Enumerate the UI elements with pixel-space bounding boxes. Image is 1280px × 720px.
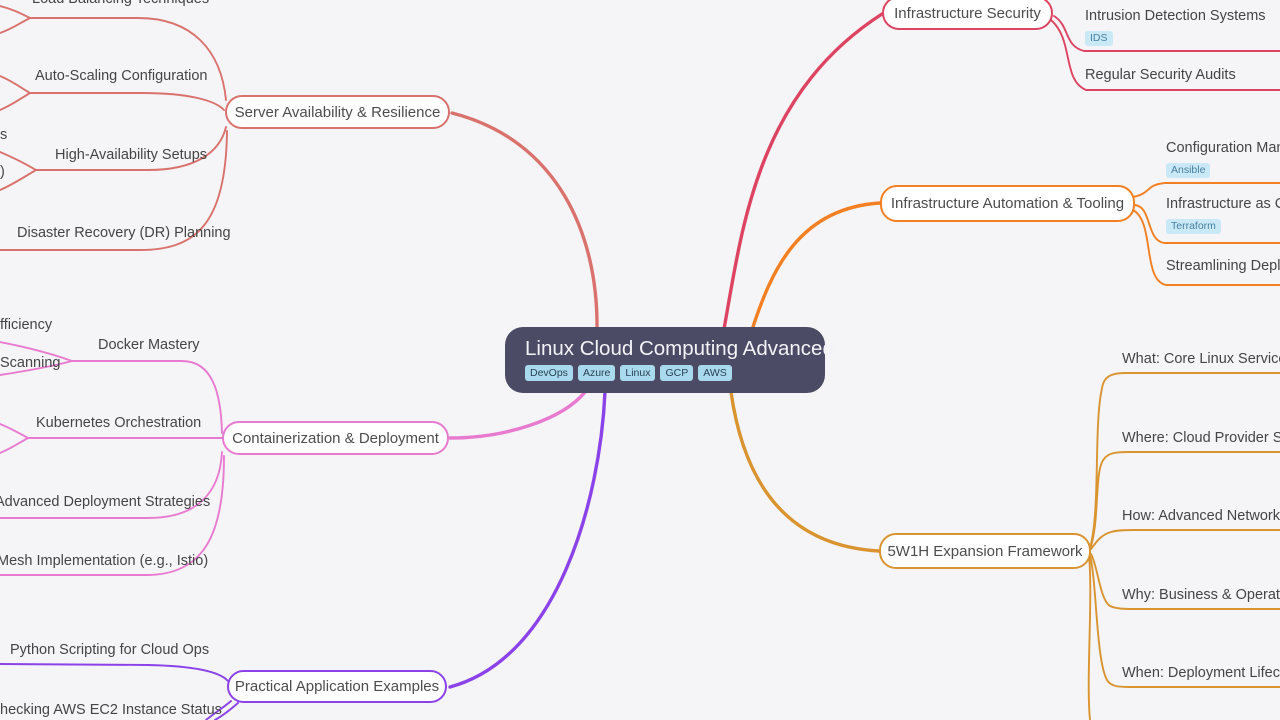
leaf-auto-scaling[interactable]: Auto-Scaling Configuration (35, 68, 208, 84)
leaf-fragment-clipped[interactable]: Scanning (0, 355, 61, 371)
leaf-infrastructure-as-code[interactable]: Infrastructure as Co Terraform (1166, 196, 1280, 234)
security-branch-links (722, 12, 1280, 331)
root-tags: DevOps Azure Linux GCP AWS (525, 365, 825, 381)
leaf-python-scripting[interactable]: Python Scripting for Cloud Ops (10, 642, 210, 658)
leaf-what[interactable]: What: Core Linux Services i (1122, 351, 1280, 367)
leaf-fragment-clipped[interactable]: s (0, 127, 8, 143)
automation-branch-links (750, 182, 1280, 332)
leaf-configuration-management[interactable]: Configuration Mana Ansible (1166, 140, 1280, 178)
branch-node-infrastructure-security[interactable]: Infrastructure Security (882, 0, 1053, 30)
leaf-deployment-strategies[interactable]: Advanced Deployment Strategies (0, 494, 211, 510)
leaf-security-audits[interactable]: Regular Security Audits (1085, 67, 1236, 83)
branch-node-server-availability[interactable]: Server Availability & Resilience (225, 95, 450, 129)
root-tag: DevOps (525, 365, 573, 381)
ansible-badge: Ansible (1166, 163, 1211, 178)
leaf-load-balancing[interactable]: Load Balancing Techniques (32, 0, 209, 8)
leaf-where[interactable]: Where: Cloud Provider Spe (1122, 430, 1280, 446)
root-tag: Azure (577, 365, 616, 381)
leaf-why[interactable]: Why: Business & Operation (1122, 587, 1280, 603)
leaf-streamlining-deployment[interactable]: Streamlining Deplo (1166, 258, 1280, 274)
leaf-fragment-clipped[interactable]: fficiency (0, 317, 53, 333)
leaf-docker-mastery[interactable]: Docker Mastery (98, 337, 200, 353)
branch-node-infrastructure-automation[interactable]: Infrastructure Automation & Tooling (880, 185, 1135, 222)
root-tag: Linux (620, 365, 656, 381)
leaf-mesh-implementation[interactable]: Mesh Implementation (e.g., Istio) (0, 553, 209, 569)
leaf-ec2-status[interactable]: hecking AWS EC2 Instance Status (0, 702, 222, 718)
ids-badge: IDS (1085, 31, 1113, 46)
root-tag: GCP (660, 365, 694, 381)
terraform-badge: Terraform (1166, 219, 1221, 234)
practical-branch-links (0, 390, 607, 720)
leaf-when[interactable]: When: Deployment Lifecyc (1122, 665, 1280, 681)
leaf-fragment-clipped[interactable]: ) (0, 164, 5, 180)
leaf-disaster-recovery[interactable]: Disaster Recovery (DR) Planning (17, 225, 231, 241)
branch-node-containerization[interactable]: Containerization & Deployment (222, 421, 449, 455)
root-title: Linux Cloud Computing Advanced (525, 337, 834, 360)
server-branch-links (0, 5, 599, 331)
leaf-how[interactable]: How: Advanced Networkin (1122, 508, 1280, 524)
framework-branch-links (729, 372, 1280, 720)
root-tag: AWS (698, 365, 732, 381)
leaf-high-availability[interactable]: High-Availability Setups (55, 147, 208, 163)
container-branch-links (0, 341, 587, 576)
leaf-label: Intrusion Detection Systems (1085, 8, 1266, 24)
branch-node-practical-examples[interactable]: Practical Application Examples (227, 670, 447, 703)
leaf-intrusion-detection[interactable]: Intrusion Detection Systems IDS (1085, 8, 1266, 46)
branch-node-5w1h-framework[interactable]: 5W1H Expansion Framework (879, 533, 1091, 569)
leaf-label: Infrastructure as Co (1166, 196, 1280, 212)
leaf-label: Configuration Mana (1166, 140, 1280, 156)
leaf-kubernetes[interactable]: Kubernetes Orchestration (36, 415, 202, 431)
root-node[interactable]: Linux Cloud Computing Advanced DevOps Az… (505, 327, 834, 393)
